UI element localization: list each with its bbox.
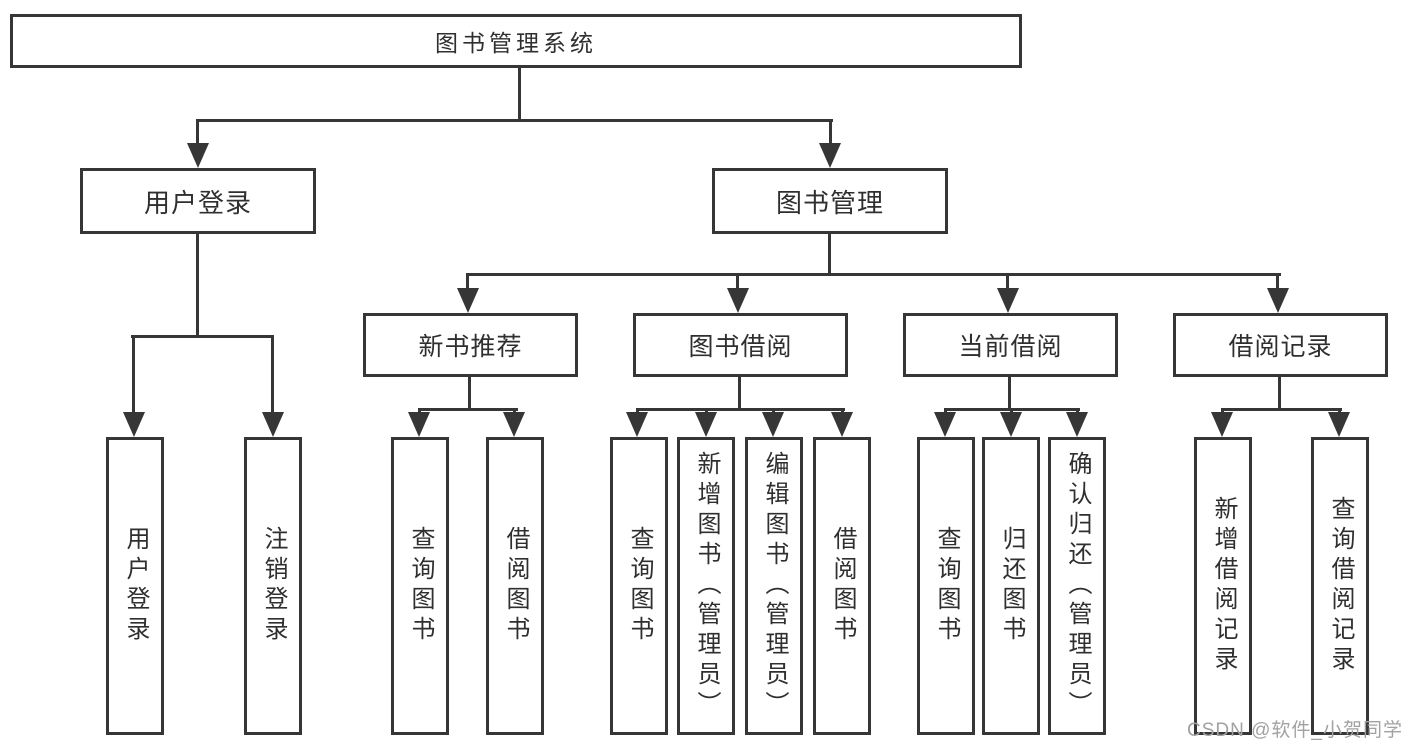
node-leaf-query-books-borrow: 查询图书 [610, 437, 668, 735]
node-leaf-borrow-books: 借阅图书 [813, 437, 871, 735]
connector-line [466, 273, 469, 293]
connector-line [1006, 273, 1009, 293]
connector-line [196, 119, 199, 147]
node-label: 注销登录 [260, 526, 287, 646]
node-leaf-user-login: 用户登录 [106, 437, 164, 735]
node-label: 查询图书 [933, 526, 960, 646]
connector-line [518, 68, 521, 119]
arrow-down-icon [503, 412, 525, 437]
connector-line [196, 234, 199, 338]
arrow-down-icon [408, 412, 430, 437]
arrow-down-icon [1267, 288, 1289, 313]
connector-line [131, 335, 274, 338]
connector-line [418, 408, 518, 411]
node-label: 图书借阅 [688, 333, 793, 361]
connector-line [1008, 377, 1011, 411]
node-leaf-logout: 注销登录 [244, 437, 302, 735]
connector-line [466, 273, 1281, 276]
arrow-down-icon [626, 412, 648, 437]
node-leaf-borrow-books-recommend: 借阅图书 [486, 437, 544, 735]
node-label: 查询图书 [626, 526, 653, 646]
connector-line [1221, 408, 1342, 411]
node-leaf-query-books-current: 查询图书 [917, 437, 975, 735]
node-label: 图书管理 [775, 187, 884, 218]
connector-line [738, 377, 741, 411]
arrow-down-icon [1066, 412, 1088, 437]
node-label: 确认归还（管理员） [1064, 451, 1091, 721]
connector-line [132, 335, 135, 414]
node-leaf-edit-book-admin: 编辑图书（管理员） [745, 437, 803, 735]
arrow-down-icon [997, 288, 1019, 313]
node-label: 用户登录 [122, 526, 149, 646]
node-label: 新增图书（管理员） [693, 451, 720, 721]
node-label: 当前借阅 [958, 333, 1063, 361]
connector-line [828, 234, 831, 276]
node-leaf-add-borrow-record: 新增借阅记录 [1194, 437, 1252, 735]
connector-line [736, 273, 739, 293]
arrow-down-icon [1211, 412, 1233, 437]
connector-line [196, 119, 833, 122]
node-label: 归还图书 [998, 526, 1025, 646]
arrow-down-icon [187, 143, 209, 168]
node-label: 新增借阅记录 [1210, 496, 1237, 676]
node-label: 查询借阅记录 [1327, 496, 1354, 676]
arrow-down-icon [819, 143, 841, 168]
watermark: CSDN @软件_小贺同学 [1187, 720, 1403, 741]
connector-line [271, 335, 274, 414]
connector-line [1276, 273, 1279, 293]
node-label: 图书管理系统 [435, 30, 597, 56]
connector-line [468, 377, 471, 411]
arrow-down-icon [123, 412, 145, 437]
node-leaf-query-books-recommend: 查询图书 [391, 437, 449, 735]
node-label: 借阅记录 [1228, 333, 1333, 361]
connector-line [1278, 377, 1281, 411]
node-label: 新书推荐 [418, 333, 523, 361]
node-user-login: 用户登录 [80, 168, 316, 234]
node-label: 借阅图书 [829, 526, 856, 646]
connector-line [829, 119, 832, 147]
node-leaf-return-books: 归还图书 [982, 437, 1040, 735]
node-label: 编辑图书（管理员） [761, 451, 788, 721]
node-leaf-confirm-return-admin: 确认归还（管理员） [1048, 437, 1106, 735]
arrow-down-icon [1328, 412, 1350, 437]
node-book-management: 图书管理 [712, 168, 948, 234]
node-label: 查询图书 [407, 526, 434, 646]
arrow-down-icon [1000, 412, 1022, 437]
node-current-borrowing: 当前借阅 [903, 313, 1118, 377]
arrow-down-icon [457, 288, 479, 313]
node-new-book-recommendation: 新书推荐 [363, 313, 578, 377]
node-borrowing-records: 借阅记录 [1173, 313, 1388, 377]
arrow-down-icon [695, 412, 717, 437]
arrow-down-icon [934, 412, 956, 437]
node-book-borrowing: 图书借阅 [633, 313, 848, 377]
node-leaf-add-book-admin: 新增图书（管理员） [677, 437, 735, 735]
connector-line [636, 408, 845, 411]
arrow-down-icon [831, 412, 853, 437]
arrow-down-icon [762, 412, 784, 437]
node-label: 借阅图书 [502, 526, 529, 646]
arrow-down-icon [262, 412, 284, 437]
node-label: 用户登录 [143, 187, 252, 218]
arrow-down-icon [727, 288, 749, 313]
node-leaf-query-borrow-record: 查询借阅记录 [1311, 437, 1369, 735]
node-root-system: 图书管理系统 [10, 14, 1022, 68]
